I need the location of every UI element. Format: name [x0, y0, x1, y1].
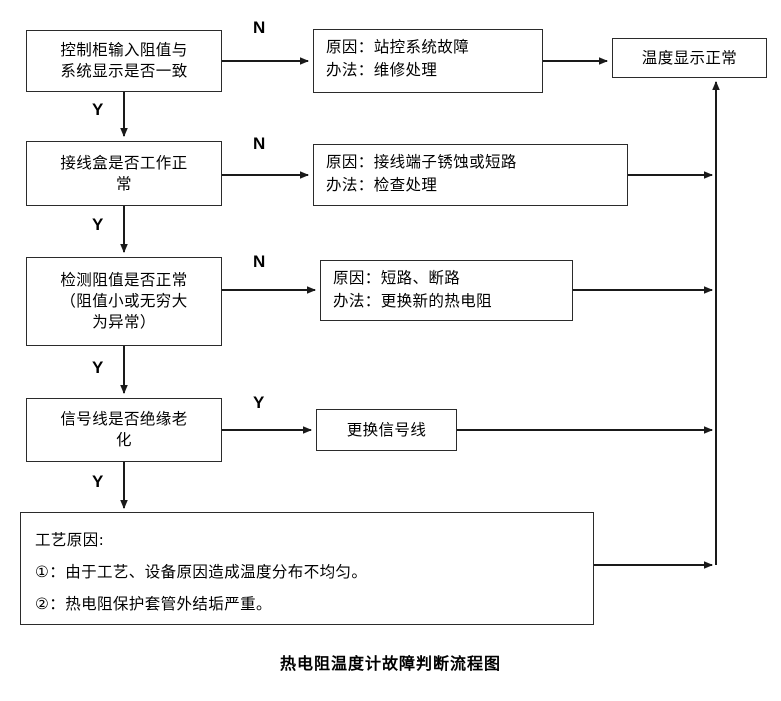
edge-label-y4: Y — [253, 393, 265, 412]
reason-box-3-cause: 原因：短路、断路 — [333, 269, 461, 287]
terminal-box-temperature-normal-label: 温度显示正常 — [641, 48, 738, 67]
reason-box-2-cause: 原因：接线端子锈蚀或短路 — [326, 153, 517, 171]
reason-box-2[interactable]: 原因：接线端子锈蚀或短路 办法：检查处理 — [313, 144, 628, 206]
decision-box-4-label: 信号线是否绝缘老 化 — [60, 410, 188, 449]
reason-box-3-method: 办法：更换新的热电阻 — [333, 292, 493, 311]
reason-box-2-method: 办法：检查处理 — [326, 176, 438, 195]
edge-label-y5: Y — [92, 472, 104, 491]
edge-label-n2: N — [253, 134, 266, 153]
process-reasons-box[interactable]: 工艺原因: ①：由于工艺、设备原因造成温度分布不均匀。 ②：热电阻保护套管外结垢… — [20, 512, 594, 625]
process-reasons-title: 工艺原因: — [35, 531, 105, 549]
decision-box-4[interactable]: 信号线是否绝缘老 化 — [26, 398, 222, 462]
terminal-box-temperature-normal[interactable]: 温度显示正常 — [612, 38, 767, 78]
decision-box-2[interactable]: 接线盒是否工作正 常 — [26, 141, 222, 206]
action-box-replace-signal-line[interactable]: 更换信号线 — [316, 409, 457, 451]
edge-label-y2: Y — [92, 215, 104, 234]
decision-box-1-label: 控制柜输入阻值与 系统显示是否一致 — [60, 41, 188, 80]
diagram-caption: 热电阻温度计故障判断流程图 — [279, 654, 501, 673]
decision-box-3-label: 检测阻值是否正常 （阻值小或无穷大 为异常） — [60, 271, 188, 331]
edge-label-y1: Y — [92, 100, 104, 119]
edge-label-n1: N — [253, 18, 266, 37]
process-reasons-item-1: ①：由于工艺、设备原因造成温度分布不均匀。 — [35, 562, 368, 581]
decision-box-3[interactable]: 检测阻值是否正常 （阻值小或无穷大 为异常） — [26, 257, 222, 346]
reason-box-3[interactable]: 原因：短路、断路 办法：更换新的热电阻 — [320, 260, 573, 321]
edge-label-y3: Y — [92, 358, 104, 377]
reason-box-1[interactable]: 原因：站控系统故障 办法：维修处理 — [313, 29, 543, 93]
decision-box-2-label: 接线盒是否工作正 常 — [60, 153, 188, 193]
reason-box-1-cause: 原因：站控系统故障 — [326, 38, 470, 56]
edge-label-n3: N — [253, 252, 266, 271]
reason-box-1-method: 办法：维修处理 — [326, 61, 438, 80]
decision-box-1[interactable]: 控制柜输入阻值与 系统显示是否一致 — [26, 30, 222, 92]
process-reasons-item-2: ②：热电阻保护套管外结垢严重。 — [35, 594, 272, 613]
action-box-replace-signal-line-label: 更换信号线 — [346, 420, 427, 439]
